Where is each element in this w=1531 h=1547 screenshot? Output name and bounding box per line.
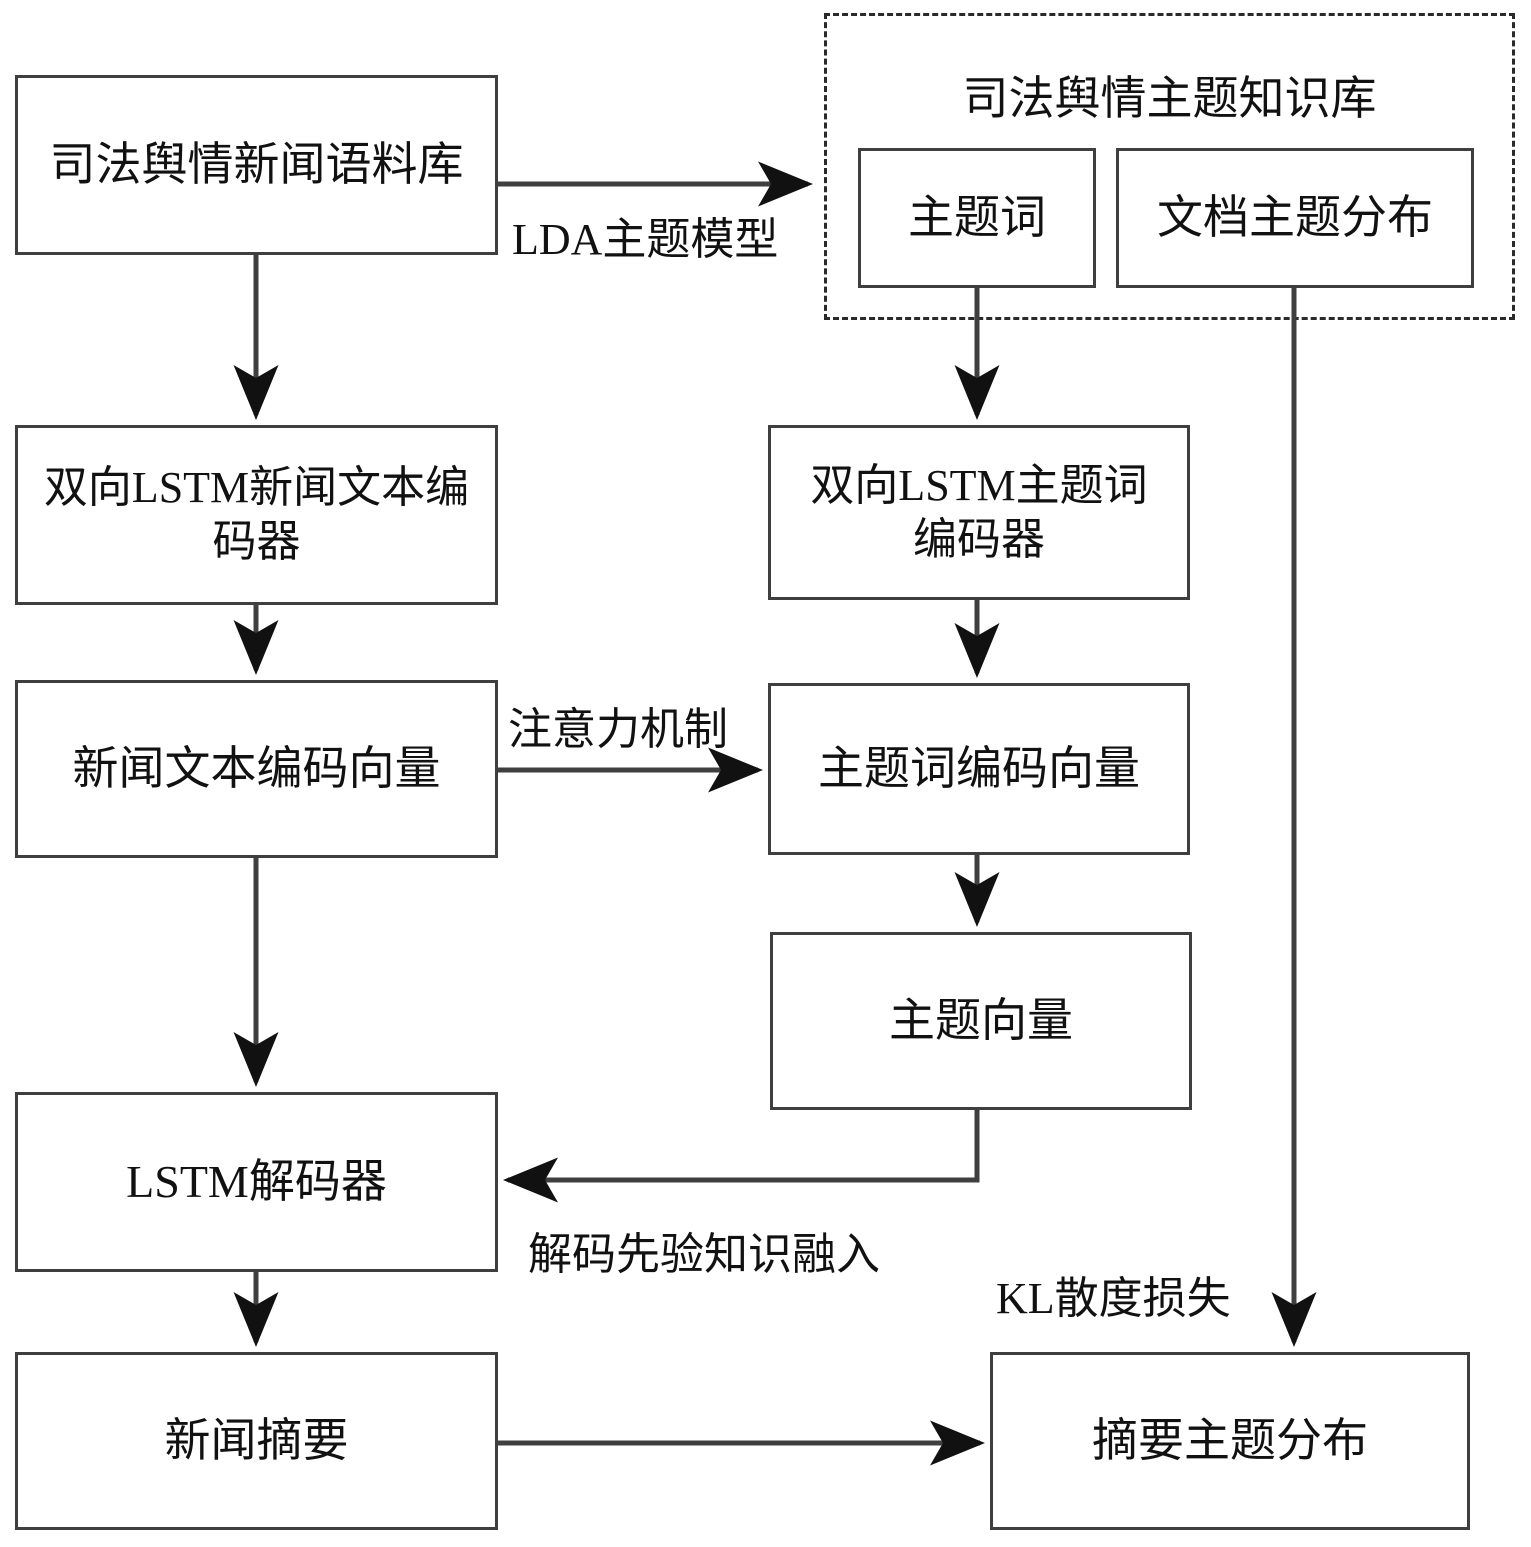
node-lstm-decoder[interactable]: LSTM解码器 xyxy=(15,1092,498,1272)
node-summary-topic-dist[interactable]: 摘要主题分布 xyxy=(990,1352,1470,1530)
edge-label-attention-mechanism: 注意力机制 xyxy=(508,705,728,754)
node-news-text-vector-label: 新闻文本编码向量 xyxy=(72,742,441,794)
node-topic-vector-label: 主题向量 xyxy=(889,994,1073,1046)
node-news-text-vector[interactable]: 新闻文本编码向量 xyxy=(15,680,498,858)
node-doc-topic-dist-label: 文档主题分布 xyxy=(1157,191,1433,243)
node-news-corpus-label: 司法舆情新闻语料库 xyxy=(49,138,464,190)
group-knowledge-base xyxy=(824,13,1515,320)
node-topic-word-vector-label: 主题词编码向量 xyxy=(818,742,1140,794)
connector-topic-vector-to-decoder xyxy=(503,1110,980,1203)
node-summary-topic-dist-label: 摘要主题分布 xyxy=(1092,1414,1368,1466)
node-bilstm-text-encoder-label: 双向LSTM新闻文本编 码器 xyxy=(43,463,470,566)
edge-label-decode-prior-knowledge: 解码先验知识融入 xyxy=(528,1230,880,1279)
node-news-summary-label: 新闻摘要 xyxy=(164,1414,349,1466)
node-news-summary[interactable]: 新闻摘要 xyxy=(15,1352,498,1530)
node-topic-vector[interactable]: 主题向量 xyxy=(770,932,1192,1110)
node-bilstm-topic-encoder-label: 双向LSTM主题词 编码器 xyxy=(810,460,1148,564)
node-bilstm-text-encoder[interactable]: 双向LSTM新闻文本编 码器 xyxy=(15,425,498,605)
node-doc-topic-dist[interactable]: 文档主题分布 xyxy=(1116,148,1474,288)
node-lstm-decoder-label: LSTM解码器 xyxy=(126,1155,387,1207)
node-bilstm-topic-encoder[interactable]: 双向LSTM主题词 编码器 xyxy=(768,425,1190,600)
node-topic-words[interactable]: 主题词 xyxy=(858,148,1096,288)
edge-label-kl-divergence-loss: KL散度损失 xyxy=(996,1274,1231,1323)
edge-label-lda-topic-model: LDA主题模型 xyxy=(512,215,779,264)
group-knowledge-base-title: 司法舆情主题知识库 xyxy=(962,73,1377,124)
node-topic-words-label: 主题词 xyxy=(908,191,1046,243)
node-topic-word-vector[interactable]: 主题词编码向量 xyxy=(768,683,1190,855)
node-news-corpus[interactable]: 司法舆情新闻语料库 xyxy=(15,75,498,255)
